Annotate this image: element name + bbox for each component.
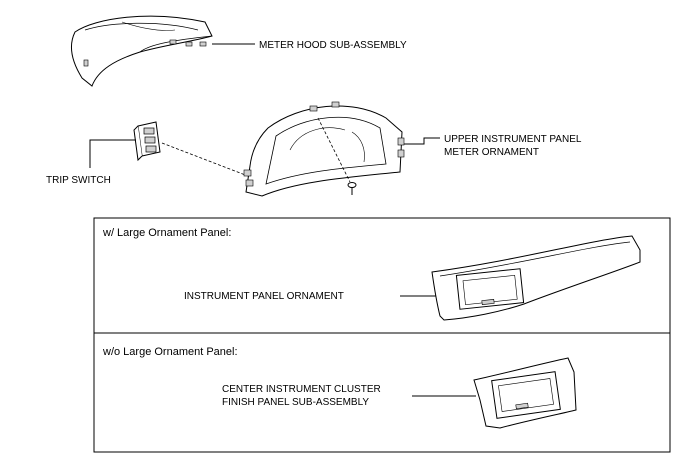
trip-switch-install-guide bbox=[161, 142, 249, 177]
trip-switch-part bbox=[133, 121, 161, 162]
trip-switch-leader bbox=[89, 139, 136, 168]
center-cluster-finish-panel-label-line2: FINISH PANEL SUB-ASSEMBLY bbox=[222, 397, 369, 408]
upper-meter-ornament-leader bbox=[404, 137, 440, 145]
upper-meter-ornament-label-line2: METER ORNAMENT bbox=[444, 147, 539, 158]
variant-box bbox=[93, 217, 671, 453]
no-large-panel-section-header: w/o Large Ornament Panel: bbox=[102, 346, 238, 358]
upper-meter-ornament-part bbox=[243, 101, 405, 197]
screw-icon bbox=[347, 182, 357, 195]
trip-switch-label: TRIP SWITCH bbox=[46, 175, 111, 186]
instrument-panel-ornament-label: INSTRUMENT PANEL ORNAMENT bbox=[184, 291, 344, 302]
meter-hood-part bbox=[71, 15, 213, 87]
large-panel-section-header: w/ Large Ornament Panel: bbox=[102, 227, 231, 239]
upper-meter-ornament-label-line1: UPPER INSTRUMENT PANEL bbox=[444, 134, 582, 145]
center-cluster-finish-panel-part bbox=[473, 357, 577, 429]
meter-hood-label: METER HOOD SUB-ASSEMBLY bbox=[259, 40, 407, 51]
center-cluster-finish-panel-label-line1: CENTER INSTRUMENT CLUSTER bbox=[222, 384, 381, 395]
instrument-panel-ornament-part bbox=[431, 235, 641, 321]
screw-install-guide bbox=[317, 117, 351, 183]
